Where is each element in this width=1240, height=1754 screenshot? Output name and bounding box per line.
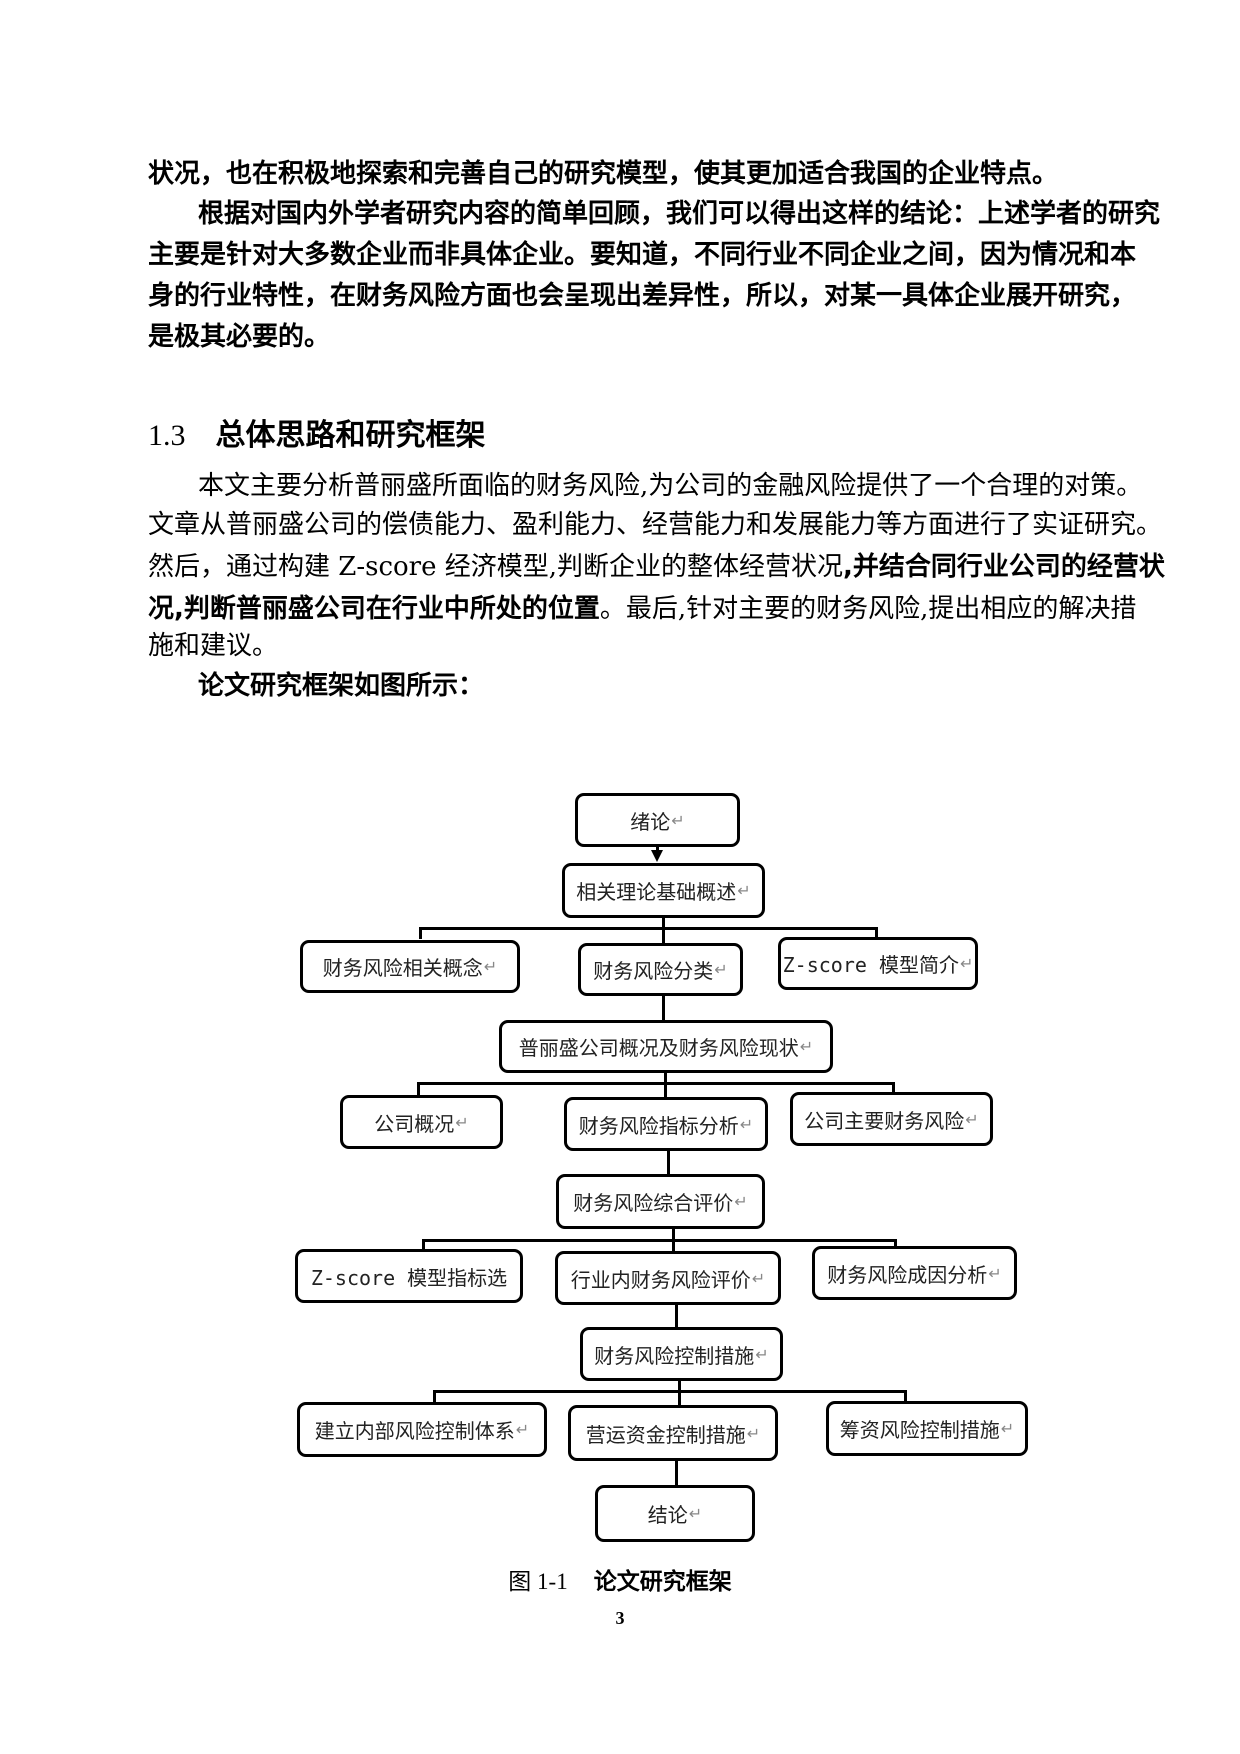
node-label: Z-score 模型指标选	[310, 1265, 508, 1290]
paragraph-line: 身的行业特性，在财务风险方面也会呈现出差异性，所以，对某一具体企业展开研究，	[148, 281, 1137, 311]
node-label: 财务风险控制措施	[594, 1343, 755, 1368]
node-zscore-intro: Z-score 模型简介↵	[778, 937, 978, 990]
node-label: 绪论	[630, 809, 671, 834]
paragraph-mark-icon: ↵	[483, 957, 498, 976]
connector	[667, 1148, 670, 1176]
paragraph-mark-icon: ↵	[734, 1192, 748, 1211]
node-financing: 筹资风险控制措施↵	[826, 1401, 1028, 1456]
connector	[433, 1390, 906, 1393]
node-evaluation: 财务风险综合评价↵	[556, 1174, 765, 1229]
node-label: 财务风险分类	[593, 959, 714, 983]
connector	[417, 1082, 420, 1096]
node-conclusion: 结论↵	[595, 1485, 755, 1542]
connector	[675, 1460, 678, 1486]
paragraph-line: 根据对国内外学者研究内容的简单回顾，我们可以得出这样的结论：上述学者的研究	[198, 199, 1161, 229]
node-label: 公司主要财务风险	[804, 1108, 965, 1133]
node-working-capital: 营运资金控制措施↵	[568, 1405, 778, 1461]
paragraph-mark-icon: ↵	[988, 1263, 1002, 1283]
node-label: 筹资风险控制措施	[839, 1418, 1000, 1442]
paragraph-mark-icon: ↵	[671, 810, 685, 830]
paragraph-mark-icon: ↵	[746, 1423, 761, 1443]
body-line: 本文主要分析普丽盛所面临的财务风险,为公司的金融风险提供了一个合理的对策。	[198, 471, 1143, 501]
paragraph-mark-icon: ↵	[455, 1112, 469, 1132]
connector	[417, 1082, 894, 1085]
body-text-bold: 况,判断普丽盛公司在行业中所处的位置	[148, 594, 600, 624]
connector	[664, 1082, 667, 1098]
paragraph-mark-icon: ↵	[799, 1037, 814, 1056]
body-line: 然后，通过构建 Z-score 经济模型,判断企业的整体经营状况,并结合同行业公…	[148, 549, 1165, 585]
node-main-risks: 公司主要财务风险↵	[790, 1092, 993, 1146]
connector	[433, 1390, 436, 1402]
node-label: 建立内部风险控制体系	[314, 1419, 515, 1443]
body-line: 施和建议。	[148, 631, 279, 661]
paragraph-mark-icon: ↵	[688, 1504, 703, 1523]
node-indicator-analysis: 财务风险指标分析↵	[564, 1097, 768, 1151]
node-internal-control: 建立内部风险控制体系↵	[297, 1402, 547, 1457]
node-label: 营运资金控制措施	[585, 1422, 746, 1447]
node-cause-analysis: 财务风险成因分析↵	[812, 1246, 1017, 1300]
paragraph-mark-icon: ↵	[1000, 1419, 1015, 1438]
node-control: 财务风险控制措施↵	[580, 1327, 783, 1381]
node-theory: 相关理论基础概述↵	[562, 863, 765, 918]
paragraph-mark-icon: ↵	[755, 1344, 769, 1364]
connector	[419, 927, 422, 939]
body-line: 文章从普丽盛公司的偿债能力、盈利能力、经营能力和发展能力等方面进行了实证研究。	[148, 510, 1163, 540]
node-concept: 财务风险相关概念↵	[300, 940, 520, 993]
section-heading: 1.3 总体思路和研究框架	[148, 410, 486, 454]
node-industry-eval: 行业内财务风险评价↵	[555, 1251, 781, 1305]
figure-caption: 图 1-1 论文研究框架	[0, 1562, 1240, 1596]
node-label: 财务风险综合评价	[573, 1191, 734, 1215]
page-number: 3	[615, 1608, 625, 1628]
connector	[678, 1380, 681, 1392]
node-label: 公司概况	[374, 1111, 455, 1136]
node-label: 财务风险指标分析	[578, 1113, 739, 1138]
node-label: 相关理论基础概述	[576, 880, 737, 904]
paragraph-line: 主要是针对大多数企业而非具体企业。要知道，不同行业不同企业之间，因为情况和本	[148, 240, 1137, 270]
connector	[662, 927, 665, 943]
connector	[419, 927, 877, 930]
node-label: 结论	[647, 1503, 688, 1527]
node-zscore-select: Z-score 模型指标选	[295, 1249, 523, 1303]
paragraph-line: 状况，也在积极地探索和完善自己的研究模型，使其更加适合我国的企业特点。	[148, 159, 1059, 189]
paragraph-line: 是极其必要的。	[148, 322, 331, 352]
node-label: 普丽盛公司概况及财务风险现状	[518, 1036, 799, 1060]
paragraph-mark-icon: ↵	[965, 1109, 979, 1129]
body-line: 况,判断普丽盛公司在行业中所处的位置。最后,针对主要的财务风险,提出相应的解决措	[148, 591, 1136, 627]
body-text-bold: ,并结合同行业公司的经营状	[843, 552, 1165, 582]
node-intro: 绪论↵	[575, 793, 740, 847]
connector	[675, 1305, 678, 1329]
connector	[422, 1239, 896, 1242]
arrow-down-icon	[651, 850, 663, 862]
node-company-overview: 公司概况↵	[340, 1095, 503, 1149]
paragraph-mark-icon: ↵	[739, 1114, 754, 1134]
section-number: 1.3	[148, 419, 186, 452]
paragraph-mark-icon: ↵	[515, 1420, 530, 1439]
body-text-regular: 然后，通过构建 Z-score 经济模型,判断企业的整体经营状况	[148, 552, 844, 582]
node-label: 财务风险成因分析	[827, 1262, 988, 1287]
section-title: 总体思路和研究框架	[215, 418, 486, 453]
paragraph-mark-icon: ↵	[714, 960, 728, 979]
paragraph-mark-icon: ↵	[737, 881, 751, 900]
node-label: 行业内财务风险评价	[570, 1267, 751, 1292]
figure-title: 论文研究框架	[593, 1569, 732, 1595]
node-label: 财务风险相关概念	[322, 956, 483, 980]
figure-label: 图 1-1	[508, 1569, 568, 1594]
node-label: Z-score 模型简介	[782, 953, 959, 977]
body-text-regular: 。最后,针对主要的财务风险,提出相应的解决措	[599, 594, 1137, 624]
figure-intro-line: 论文研究框架如图所示：	[198, 671, 485, 701]
paragraph-mark-icon: ↵	[959, 954, 974, 973]
node-status: 普丽盛公司概况及财务风险现状↵	[499, 1020, 833, 1073]
paragraph-mark-icon: ↵	[751, 1268, 766, 1288]
node-classification: 财务风险分类↵	[578, 943, 743, 996]
connector	[678, 1390, 681, 1406]
